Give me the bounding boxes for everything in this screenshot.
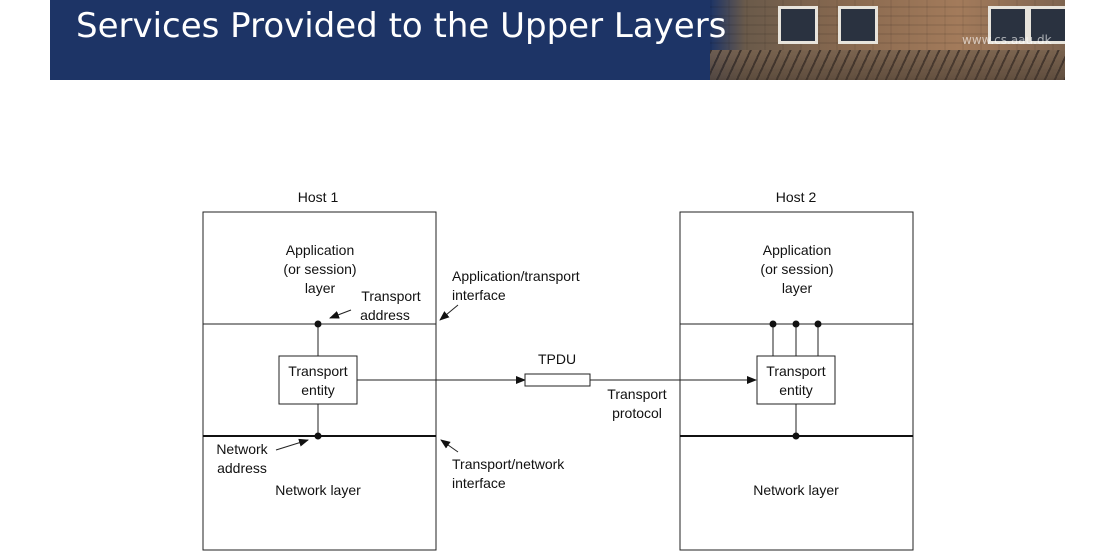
host1-entity-line-1: Transport — [288, 363, 348, 379]
transport-address-line-2: address — [360, 307, 410, 323]
host1-app-line-1: Application — [286, 242, 355, 258]
building-window — [838, 6, 878, 44]
app-transport-interface-line-1: Application/transport — [452, 268, 580, 284]
host2-app-line-3: layer — [782, 280, 813, 296]
host2-transport-address-dot — [792, 320, 800, 328]
host1-box — [202, 211, 437, 551]
building-photo — [710, 0, 1065, 80]
host2-transport-address-dot — [769, 320, 777, 328]
host1-label: Host 1 — [298, 189, 339, 205]
tpdu-label: TPDU — [538, 351, 576, 367]
building-window — [1028, 6, 1065, 44]
transport-address-line-1: Transport — [361, 288, 421, 304]
host2-app-line-1: Application — [763, 242, 832, 258]
host1-app-line-3: layer — [305, 280, 336, 296]
host2-entity-line-1: Transport — [766, 363, 826, 379]
transport-protocol-line-1: Transport — [607, 386, 667, 402]
app-transport-interface-arrow — [439, 304, 459, 321]
transport-network-interface-line-1: Transport/network — [452, 456, 565, 472]
tpdu-packet — [524, 373, 591, 387]
transport-address-arrow — [329, 309, 352, 319]
transport-network-interface-line-2: interface — [452, 475, 506, 491]
title-banner: Services Provided to the Upper Layers ww… — [50, 0, 1065, 80]
host1-entity-line-2: entity — [301, 382, 334, 398]
transport-network-interface-arrow — [440, 439, 459, 453]
watermark-url: www.cs.aau.dk — [962, 33, 1052, 47]
host2-transport-address-dot — [814, 320, 822, 328]
bicycles — [710, 50, 1065, 80]
host1-network-layer: Network layer — [275, 482, 361, 498]
network-address-dot — [314, 432, 322, 440]
slide-title: Services Provided to the Upper Layers — [76, 6, 727, 46]
host1-app-line-2: (or session) — [283, 261, 356, 277]
network-address-line-1: Network — [216, 441, 268, 457]
building-window — [988, 6, 1028, 44]
host2-transport-entity-box — [756, 355, 836, 405]
network-address-arrow — [275, 438, 309, 451]
app-transport-interface-line-2: interface — [452, 287, 506, 303]
transport-protocol-line-2: protocol — [612, 405, 662, 421]
host2-label: Host 2 — [776, 189, 817, 205]
transport-address-dot — [314, 320, 322, 328]
network-address-line-2: address — [217, 460, 267, 476]
building-window — [778, 6, 818, 44]
host2-box — [679, 211, 914, 551]
host2-app-line-2: (or session) — [760, 261, 833, 277]
host2-network-address-dot — [792, 432, 800, 440]
host2-entity-line-2: entity — [779, 382, 812, 398]
host2-network-layer: Network layer — [753, 482, 839, 498]
